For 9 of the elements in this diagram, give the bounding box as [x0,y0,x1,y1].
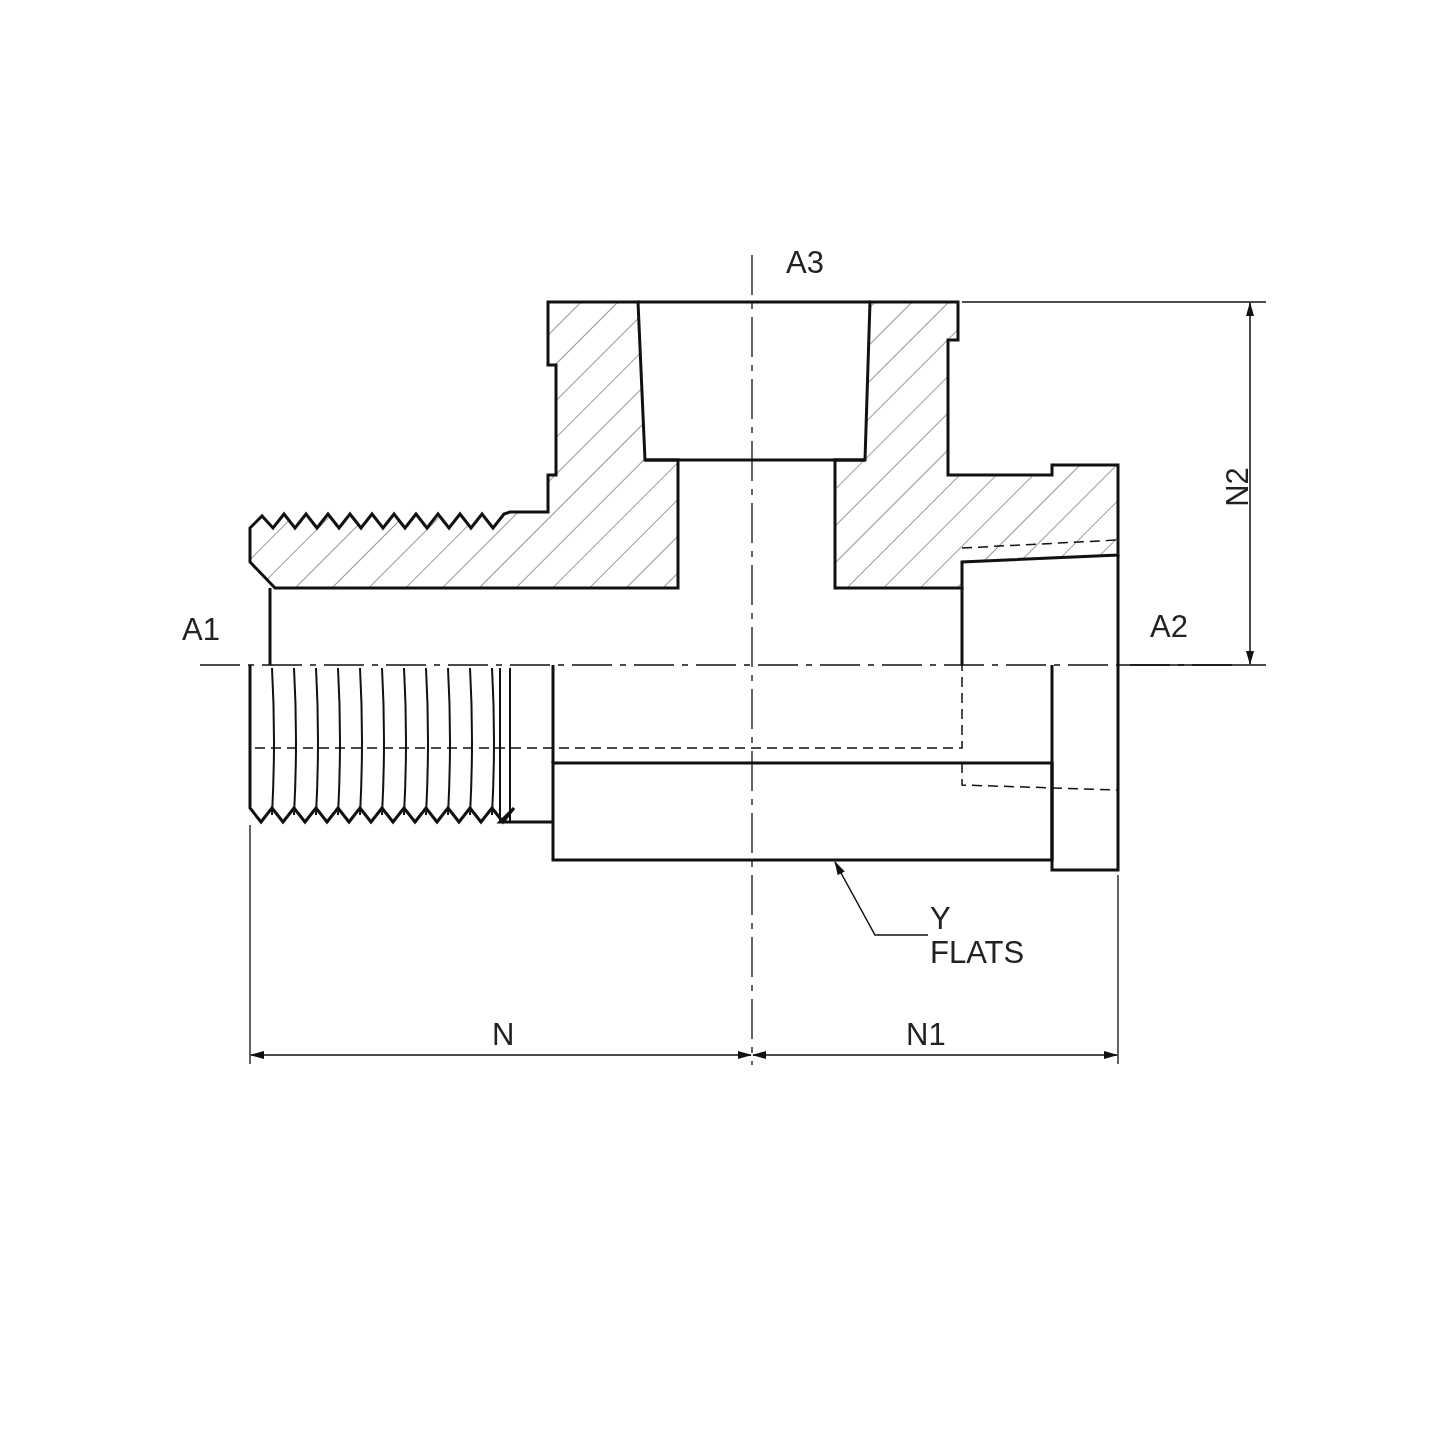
hex-flat-face [551,761,1054,862]
port-label: A3 [786,246,824,280]
port-label: A2 [1150,610,1188,644]
callout-text: Y FLATS [930,902,1040,970]
port-label: A1 [182,613,220,647]
dimension-label: N [492,1018,515,1052]
dimension-label: N2 [1220,467,1255,507]
dimension-label: N1 [906,1018,946,1052]
leader-line [834,861,929,936]
